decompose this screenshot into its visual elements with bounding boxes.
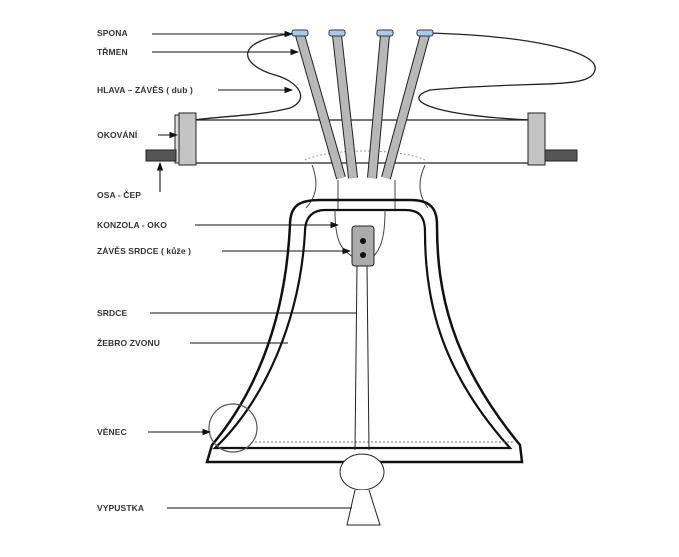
fitting-left-block bbox=[178, 112, 197, 166]
label-zaves-srdce: ZÁVĚS SRDCE ( kůže ) bbox=[97, 246, 192, 256]
axle-left bbox=[145, 149, 177, 162]
bell-crown bbox=[305, 164, 429, 210]
bell-outer bbox=[205, 198, 524, 464]
label-srdce: SRDCE bbox=[97, 308, 128, 318]
label-zebro: ŽEBRO ZVONU bbox=[97, 338, 160, 348]
straps bbox=[295, 33, 430, 180]
label-hlava: HLAVA – ZÁVĚS ( dub ) bbox=[97, 85, 193, 95]
leather-rivet bbox=[360, 252, 366, 258]
venec-circle bbox=[208, 403, 258, 453]
label-venec: VĚNEC bbox=[97, 427, 127, 437]
label-okovani: OKOVÁNÍ bbox=[97, 130, 138, 140]
label-trmen: TŘMEN bbox=[97, 47, 128, 57]
clapper-ball bbox=[339, 453, 385, 491]
clapper-leather bbox=[351, 225, 375, 267]
yoke-head bbox=[194, 32, 596, 121]
leather-rivet bbox=[360, 238, 366, 244]
crown-dashed-outline bbox=[304, 150, 426, 161]
leader-lines bbox=[148, 30, 356, 509]
bell-inner bbox=[212, 208, 513, 450]
label-konzola: KONZOLA - OKO bbox=[97, 220, 167, 230]
axle-right bbox=[544, 149, 578, 162]
label-spona: SPONA bbox=[97, 28, 128, 38]
label-vypustka: VYPUSTKA bbox=[97, 503, 145, 513]
clapper bbox=[354, 265, 370, 451]
bolts bbox=[291, 29, 434, 37]
label-osa: OSA - ČEP bbox=[97, 190, 142, 200]
fitting-right-block bbox=[527, 112, 546, 166]
